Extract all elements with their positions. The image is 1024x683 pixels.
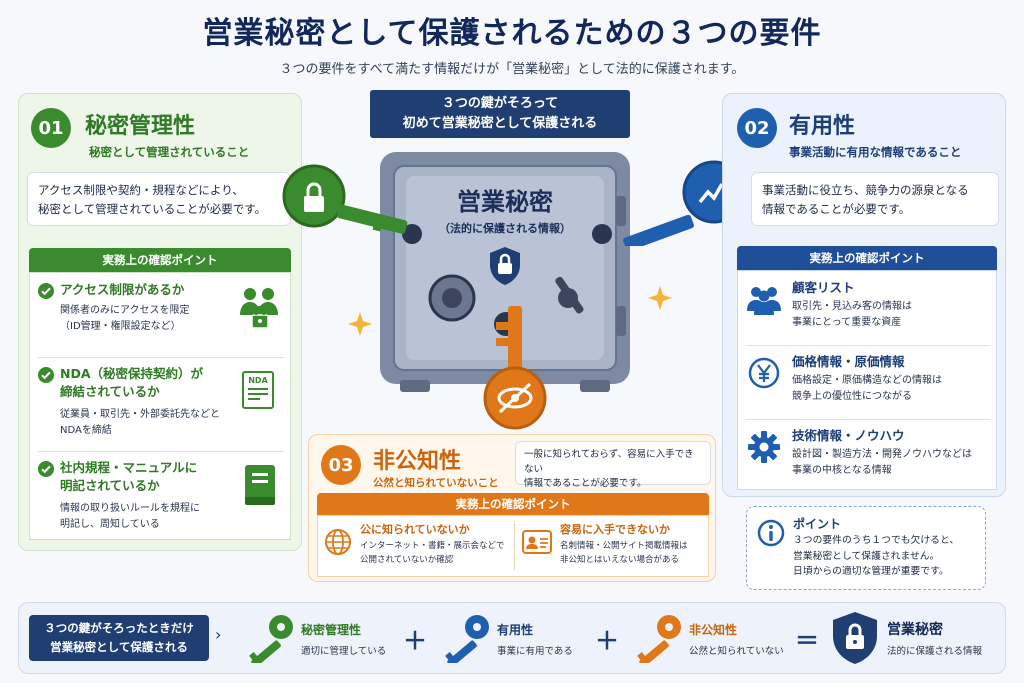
requirement-subtitle: 事業活動に有用な情報であること xyxy=(789,145,962,159)
summary-strip: ３つの鍵がそろったときだけ 営業秘密として保護される › 秘密管理性 適切に管理… xyxy=(18,602,1006,674)
key-icon xyxy=(637,615,681,663)
key-icon xyxy=(249,615,293,663)
check-points-card: 顧客リスト 取引先・見込み客の情報は 事業にとって重要な資産 価格情報・原価情報… xyxy=(737,270,997,490)
center-banner: ３つの鍵がそろって 初めて営業秘密として保護される xyxy=(370,90,630,138)
check-points-card: アクセス制限があるか 関係者のみにアクセスを限定 （ID管理・権限設定など） N… xyxy=(29,272,291,540)
check-icon xyxy=(38,367,54,383)
shield-lock-icon xyxy=(833,612,877,664)
plus-sign: ＋ xyxy=(595,627,619,655)
id-card-icon xyxy=(522,530,552,554)
requirement-01-panel: 01 秘密管理性 秘密として管理されていること アクセス制限や契約・規程などによ… xyxy=(18,93,302,551)
point-note: ポイント ３つの要件のうち１つでも欠けると、 営業秘密として保護されません。 日… xyxy=(746,506,986,590)
gear-icon xyxy=(748,431,780,463)
requirement-03-panel: 03 非公知性 公然と知られていないこと 一般に知られておらず、容易に入手できな… xyxy=(308,434,716,582)
check-point-item: 価格情報・原価情報 価格設定・原価構造などの情報は 競争上の優位性につながる xyxy=(746,353,990,417)
requirement-title: 非公知性 xyxy=(373,449,462,474)
document-icon: NDA xyxy=(242,371,274,409)
key-icon xyxy=(282,164,408,234)
sparkle-icon xyxy=(648,286,672,310)
safe-title: 営業秘密 xyxy=(457,188,553,216)
check-point-item: 容易に入手できないか 名刺情報・公開サイト掲載情報は 非公知とはいえない場合があ… xyxy=(522,522,706,574)
check-points-section: 実務上の確認ポイント 公に知られていないか インターネット・書籍・展示会などで … xyxy=(317,493,709,577)
yen-icon xyxy=(748,357,780,389)
requirement-number-badge: 02 xyxy=(737,108,777,148)
requirement-02-panel: 02 有用性 事業活動に有用な情報であること 事業活動に役立ち、競争力の源泉とな… xyxy=(722,93,1006,497)
requirement-title: 秘密管理性 xyxy=(85,114,196,139)
check-points-section: 実務上の確認ポイント アクセス制限があるか 関係者のみにアクセスを限定 （ID管… xyxy=(29,248,291,540)
check-point-item: 技術情報・ノウハウ 設計図・製造方法・開発ノウハウなどは 事業の中核となる情報 xyxy=(746,427,990,487)
requirement-number-badge: 01 xyxy=(31,108,71,148)
check-points-header: 実務上の確認ポイント xyxy=(737,246,997,270)
sparkle-icon xyxy=(348,312,372,336)
check-points-section: 実務上の確認ポイント 顧客リスト 取引先・見込み客の情報は 事業にとって重要な資… xyxy=(737,246,997,490)
requirement-subtitle: 秘密として管理されていること xyxy=(89,145,250,159)
users-icon xyxy=(240,288,278,329)
users-icon xyxy=(747,287,781,315)
plus-sign: ＋ xyxy=(403,627,427,655)
summary-lead: ３つの鍵がそろったときだけ 営業秘密として保護される xyxy=(29,615,209,661)
check-point-item: アクセス制限があるか 関係者のみにアクセスを限定 （ID管理・権限設定など） xyxy=(38,281,284,351)
requirement-subtitle: 公然と知られていないこと xyxy=(373,477,499,489)
requirement-title: 有用性 xyxy=(789,114,856,139)
key-icon xyxy=(483,306,547,430)
check-points-card: 公に知られていないか インターネット・書籍・展示会などで 公開されていないか確認… xyxy=(317,515,709,577)
equals-sign: ＝ xyxy=(795,627,819,655)
info-icon xyxy=(757,519,785,547)
check-points-header: 実務上の確認ポイント xyxy=(317,493,709,515)
check-icon xyxy=(38,461,54,477)
safe-subtitle: （法的に保護される情報） xyxy=(439,222,571,235)
key-icon xyxy=(445,615,489,663)
requirement-number-badge: 03 xyxy=(321,445,361,485)
check-point-item: NDA（秘密保持契約）が 締結されているか 従業員・取引先・外部委託先などと N… xyxy=(38,365,284,445)
shield-lock-icon xyxy=(490,247,520,285)
page-subtitle: ３つの要件をすべて満たす情報だけが「営業秘密」として法的に保護されます。 xyxy=(279,62,745,77)
check-icon xyxy=(38,283,54,299)
check-point-item: 公に知られていないか インターネット・書籍・展示会などで 公開されていないか確認 xyxy=(324,522,510,574)
arrow-icon: › xyxy=(215,625,222,644)
check-point-item: 顧客リスト 取引先・見込み客の情報は 事業にとって重要な資産 xyxy=(746,279,990,343)
requirement-description: 一般に知られておらず、容易に入手できない 情報であることが必要です。 xyxy=(515,441,711,489)
page-title: 営業秘密として保護されるための３つの要件 xyxy=(202,16,822,51)
book-icon xyxy=(245,465,275,505)
check-points-header: 実務上の確認ポイント xyxy=(29,248,291,272)
requirement-description: 事業活動に役立ち、競争力の源泉となる 情報であることが必要です。 xyxy=(751,172,999,226)
check-point-item: 社内規程・マニュアルに 明記されているか 情報の取り扱いルールを規程に 明記し、… xyxy=(38,459,284,537)
requirement-description: アクセス制限や契約・規程などにより、 秘密として管理されていることが必要です。 xyxy=(27,172,291,226)
globe-icon xyxy=(325,529,351,555)
